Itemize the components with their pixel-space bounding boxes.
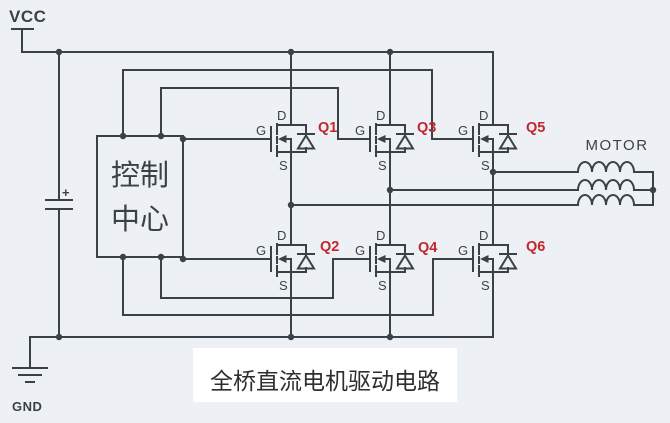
q4-designator: Q4 [418,240,437,256]
gate-wire-q5 [122,69,454,140]
gnd-label: GND [12,399,42,414]
q3-source-label: S [378,158,387,173]
vcc-terminal [11,28,34,53]
phase-wire-2 [389,179,654,192]
q4-gate-label: G [355,243,365,258]
dc-link-capacitor: + [45,51,73,338]
q2-drain-label: D [277,228,286,243]
transistor-q4: D G S Q4 [349,227,437,293]
q1-gate-label: G [256,123,266,138]
schematic-caption: 全桥直流电机驱动电路 [210,368,440,394]
transistor-q2: D G S Q2 [250,227,339,293]
q5-gate-label: G [458,123,468,138]
half-bridge-wires [290,51,494,338]
q5-drain-label: D [479,108,488,123]
phase-wire-3 [290,194,654,207]
ground-symbol-icon [12,336,48,383]
motor-label: MOTOR [585,137,648,154]
capacitor-icon [45,199,73,210]
q5-source-label: S [481,158,490,173]
q1-source-label: S [279,158,288,173]
control-center-line2: 中心 [111,203,169,236]
control-center-line1: 控制 [111,159,169,192]
caption-block: 全桥直流电机驱动电路 [193,348,457,402]
gnd-net: GND [12,336,494,414]
q6-gate-label: G [458,243,468,258]
gate-wire-q4 [160,256,353,299]
q6-source-label: S [481,278,490,293]
gate-wire-q3 [160,87,353,140]
vcc-label: VCC [9,7,46,26]
transistor-q6: D G S Q6 [452,227,545,293]
transistor-q3: D G S Q3 [349,107,436,173]
q4-drain-label: D [376,228,385,243]
q1-drain-label: D [277,108,286,123]
caption-background [193,348,457,402]
q3-designator: Q3 [417,120,436,136]
vcc-net: VCC [9,7,494,53]
gate-drive-wires [122,69,454,316]
q6-designator: Q6 [526,239,545,255]
q5-designator: Q5 [526,120,545,136]
gate-wire-q6 [122,256,454,316]
q2-designator: Q2 [320,239,339,255]
transistor-q1: D G S Q1 [250,107,337,173]
phase-wire-1 [492,161,654,174]
q1-designator: Q1 [318,120,337,136]
q3-drain-label: D [376,108,385,123]
q2-gate-label: G [256,243,266,258]
control-center-block: 控制 中心 [96,135,184,258]
capacitor-plus-sign: + [62,185,70,200]
q3-gate-label: G [355,123,365,138]
transistor-q5: D G S Q5 [452,107,545,173]
junction-dots [55,48,657,341]
q2-source-label: S [279,278,288,293]
q6-drain-label: D [479,228,488,243]
control-center-outline [96,135,184,258]
q4-source-label: S [378,278,387,293]
